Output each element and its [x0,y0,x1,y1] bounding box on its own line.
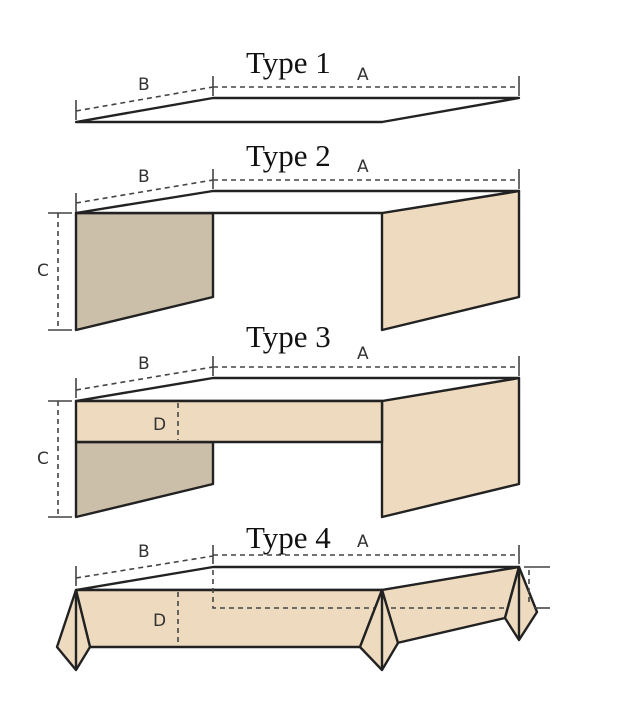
type-3-diagram: Type 3 B A D C [36,319,521,519]
front-drop-band [74,588,384,649]
label-background [36,258,52,280]
side-panel-left [74,211,215,332]
type-3-title: Type 3 [246,319,331,354]
front-drop-band [74,399,384,444]
dimension-label-a: A [357,532,369,552]
corner-pleat [358,588,400,672]
type-4-title: Type 4 [246,520,331,555]
label-background [36,446,52,468]
table-top [74,96,521,124]
type-1-title: Type 1 [246,45,331,80]
corner-pleat [503,565,539,642]
dimension-label-b: B [138,542,150,562]
dimension-label-d: D [153,415,166,435]
dimension-label-b: B [138,75,150,95]
side-panel-right [380,376,521,519]
dimension-label-c: C [37,261,49,281]
side-panel-right [380,189,521,332]
table-top [74,189,521,215]
type-2-title: Type 2 [246,138,331,173]
dimension-label-d: D [153,611,166,631]
type-4-diagram: Type 4 B A D [55,520,550,672]
type-1-diagram: Type 1 B A [74,45,521,124]
dimension-label-c: C [37,449,49,469]
hidden-edge [212,570,510,609]
type-2-diagram: Type 2 B A C [36,138,521,332]
dimension-label-a: A [357,344,369,364]
dimension-label-a: A [357,157,369,177]
side-panel-left [74,440,215,519]
dimension-label-b: B [138,167,150,187]
dimension-label-a: A [357,65,369,85]
dimension-label-b: B [138,354,150,374]
corner-pleat [55,588,92,672]
